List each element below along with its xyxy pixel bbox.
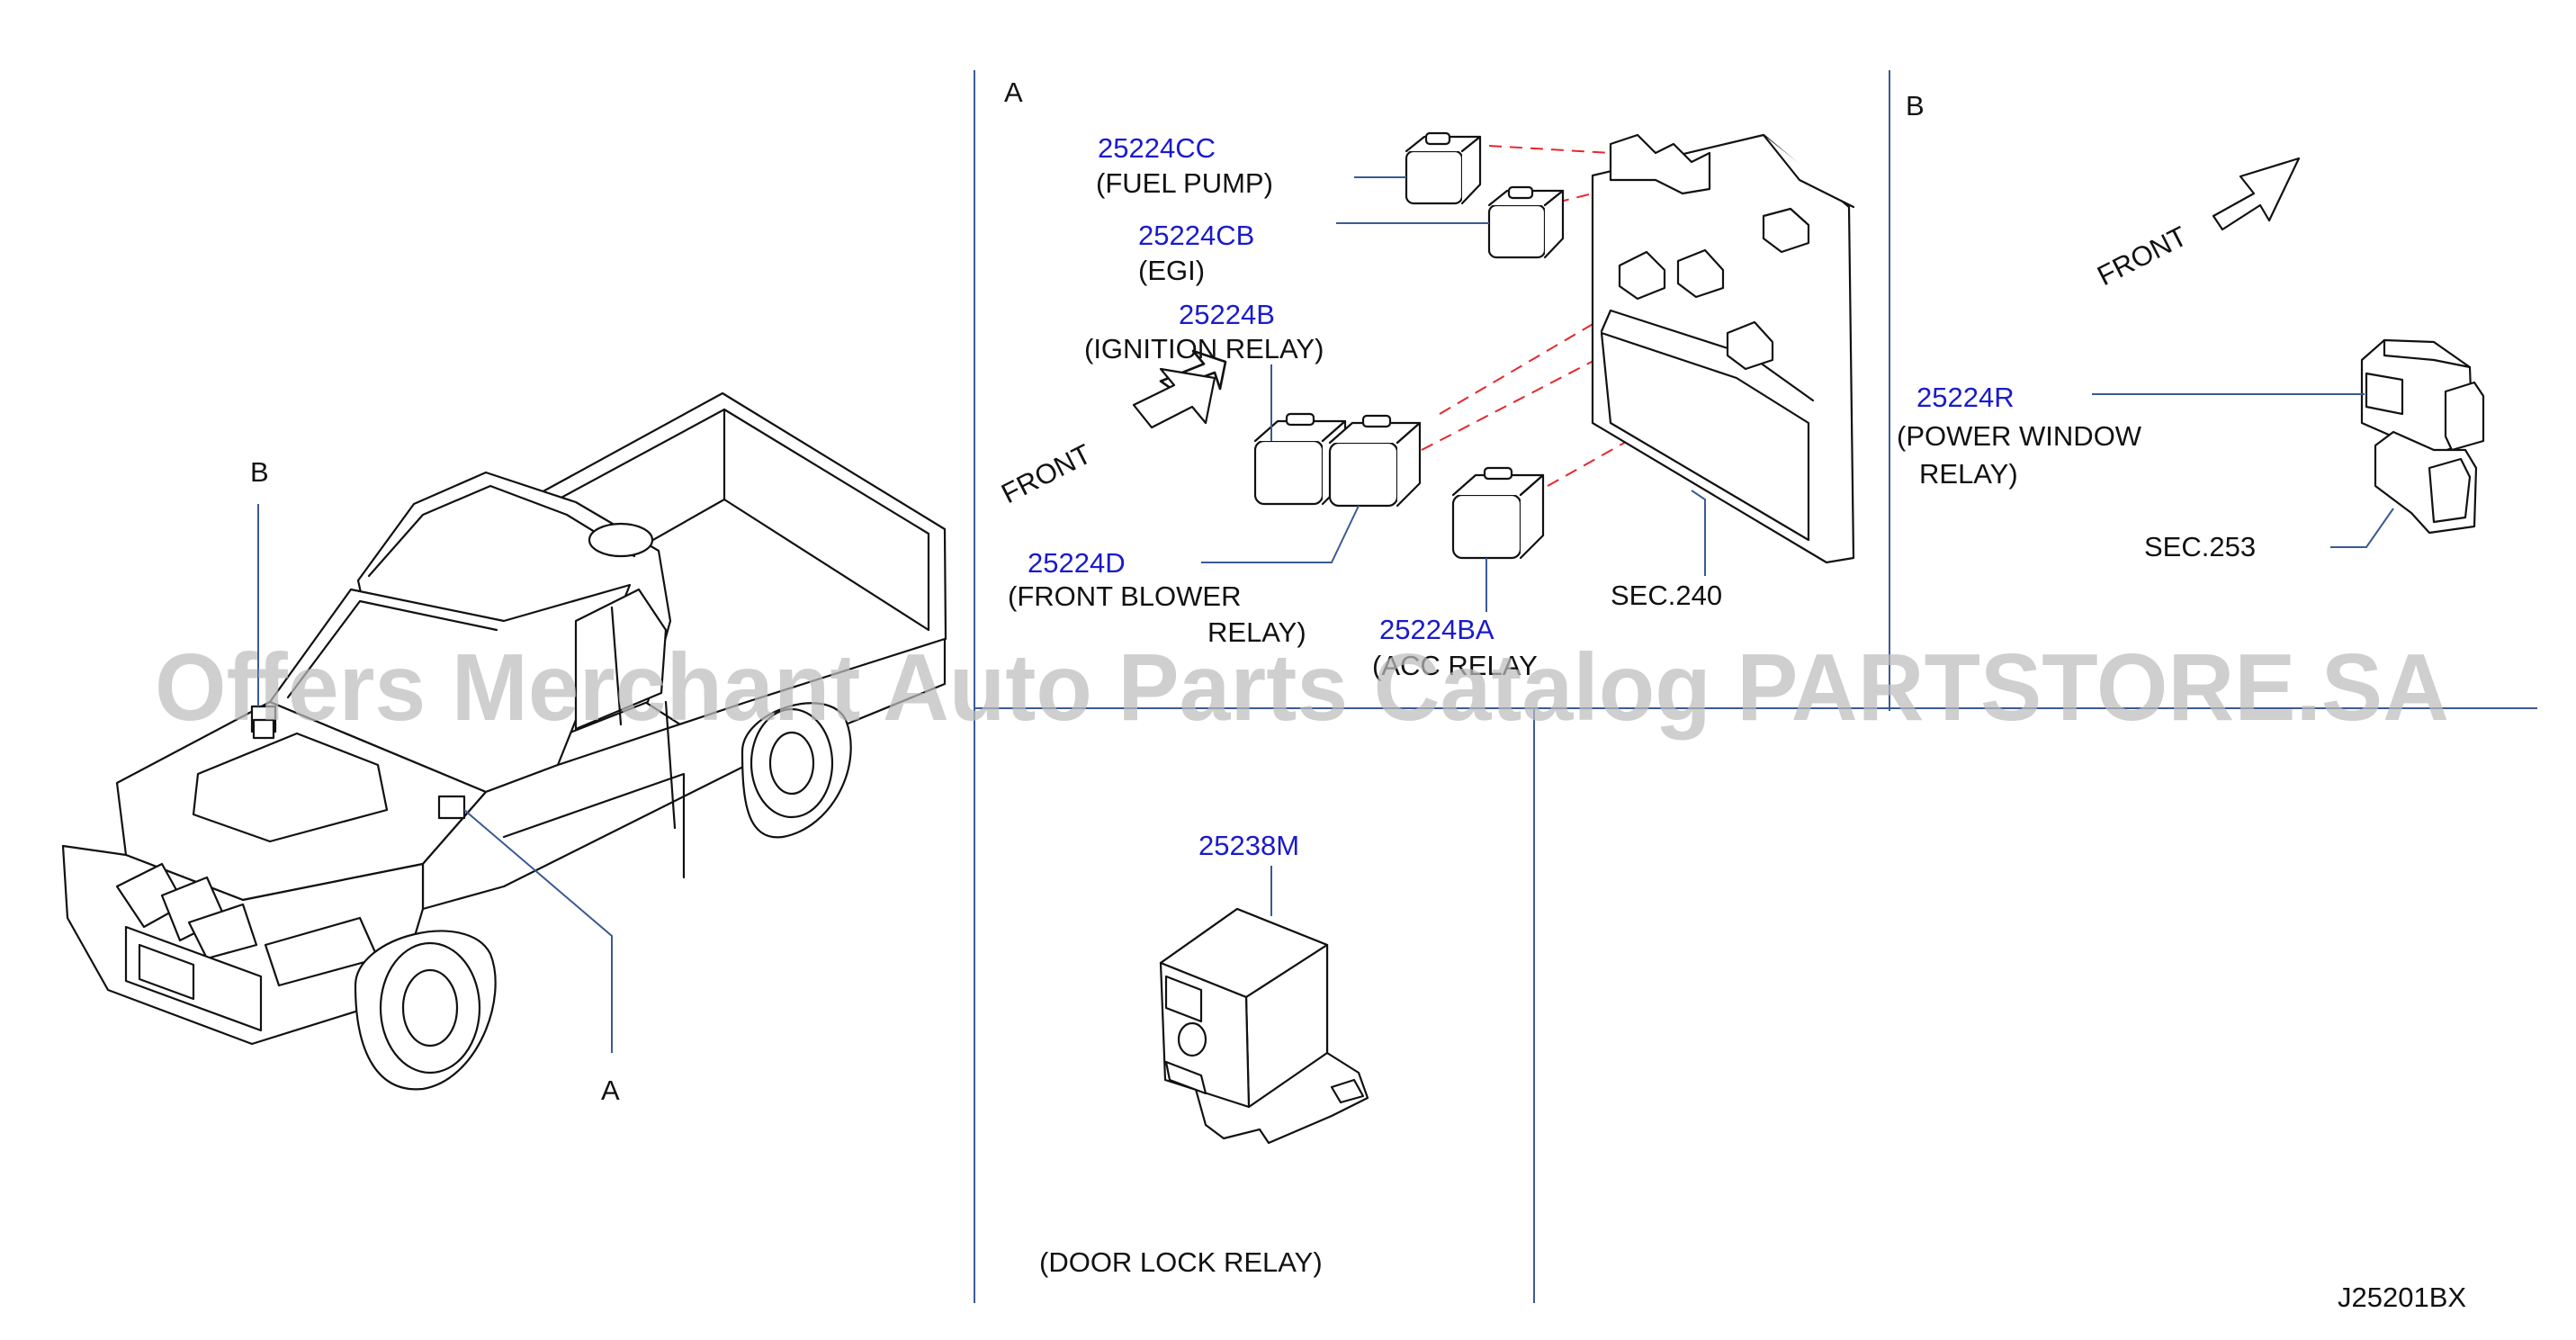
part-25238m-desc: (DOOR LOCK RELAY) bbox=[1039, 1246, 1323, 1278]
part-25224cc-number: 25224CC bbox=[1098, 132, 1216, 164]
part-25224b-desc: (IGNITION RELAY) bbox=[1084, 333, 1324, 364]
section-a-leader-lines bbox=[1201, 176, 1706, 612]
section-b-heading: B bbox=[1906, 90, 1925, 121]
front-label-a: FRONT bbox=[996, 438, 1096, 510]
part-25224d-desc-line1: (FRONT BLOWER bbox=[1008, 580, 1242, 612]
part-25238m-number: 25238M bbox=[1198, 830, 1299, 861]
part-25224ba-desc: (ACC RELAY bbox=[1372, 650, 1538, 681]
part-25224cc-desc: (FUEL PUMP) bbox=[1096, 167, 1273, 199]
vehicle-leader-lines bbox=[257, 504, 613, 1053]
relay-block bbox=[1591, 133, 1855, 564]
part-25224b-number: 25224B bbox=[1179, 299, 1275, 330]
section-a-heading: A bbox=[1004, 76, 1023, 108]
callout-a: A bbox=[601, 1075, 620, 1106]
door-lock-relay bbox=[1159, 907, 1369, 1145]
panel-dividers bbox=[974, 70, 2537, 1303]
relay-acc bbox=[1451, 466, 1545, 560]
part-25224r-number: 25224R bbox=[1916, 382, 2015, 413]
part-25224r-desc-line1: (POWER WINDOW bbox=[1897, 420, 2142, 452]
part-25224r-desc-line2: RELAY) bbox=[1919, 458, 2018, 490]
pickup-truck-illustration bbox=[61, 391, 947, 1091]
part-25224cb-number: 25224CB bbox=[1138, 220, 1254, 251]
section-ref-253: SEC.253 bbox=[2144, 531, 2256, 562]
section-b-leader-lines bbox=[2092, 393, 2394, 548]
callout-b: B bbox=[250, 456, 269, 488]
front-arrow-b-icon bbox=[2212, 157, 2301, 231]
relay-fuel-pump bbox=[1405, 131, 1482, 205]
section-ref-240: SEC.240 bbox=[1611, 580, 1722, 611]
part-25224cb-desc: (EGI) bbox=[1138, 255, 1205, 286]
relay-egi bbox=[1487, 185, 1565, 259]
part-25224d-desc-line2: RELAY) bbox=[1207, 616, 1306, 648]
part-25224d-number: 25224D bbox=[1028, 547, 1126, 579]
part-25224ba-number: 25224BA bbox=[1379, 614, 1494, 645]
power-window-relay bbox=[2360, 338, 2485, 535]
front-label-b: FRONT bbox=[2092, 220, 2192, 292]
watermark: Offers Merchant Auto Parts Catalog PARTS… bbox=[155, 634, 2449, 741]
drawing-code: J25201BX bbox=[2338, 1282, 2466, 1313]
relay-front-blower bbox=[1328, 414, 1422, 508]
front-arrow-a-icon bbox=[1132, 349, 1227, 429]
